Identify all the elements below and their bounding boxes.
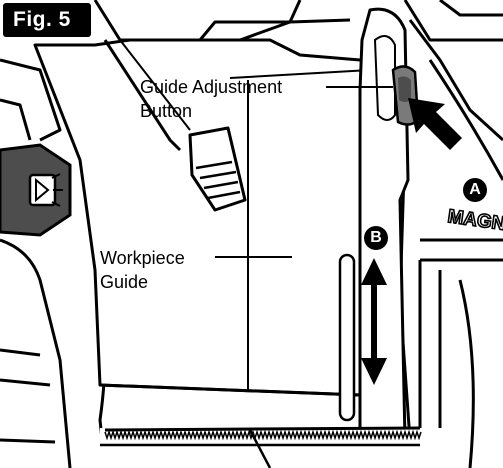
guide-adjustment-button-label-line2: Button (140, 101, 193, 121)
switch-pedal (103, 39, 247, 212)
guide-adjustment-button-label-line1: Guide Adjustment (140, 77, 283, 97)
figure-badge: Fig. 5 (3, 3, 91, 37)
saw-blade (100, 426, 450, 468)
marker-a: A (463, 178, 487, 202)
slide-arrow (361, 258, 387, 385)
marker-b: B (364, 226, 388, 250)
lamp-module (0, 143, 72, 237)
workpiece-guide-label-line1: Workpiece (100, 248, 185, 268)
embossed-brand-text: MAGNES (446, 206, 503, 238)
workpiece-guide-label-line2: Guide (100, 272, 149, 292)
blade-teeth (104, 429, 422, 441)
figure-badge-label: Fig. 5 (13, 8, 71, 31)
press-arrow (408, 98, 462, 150)
